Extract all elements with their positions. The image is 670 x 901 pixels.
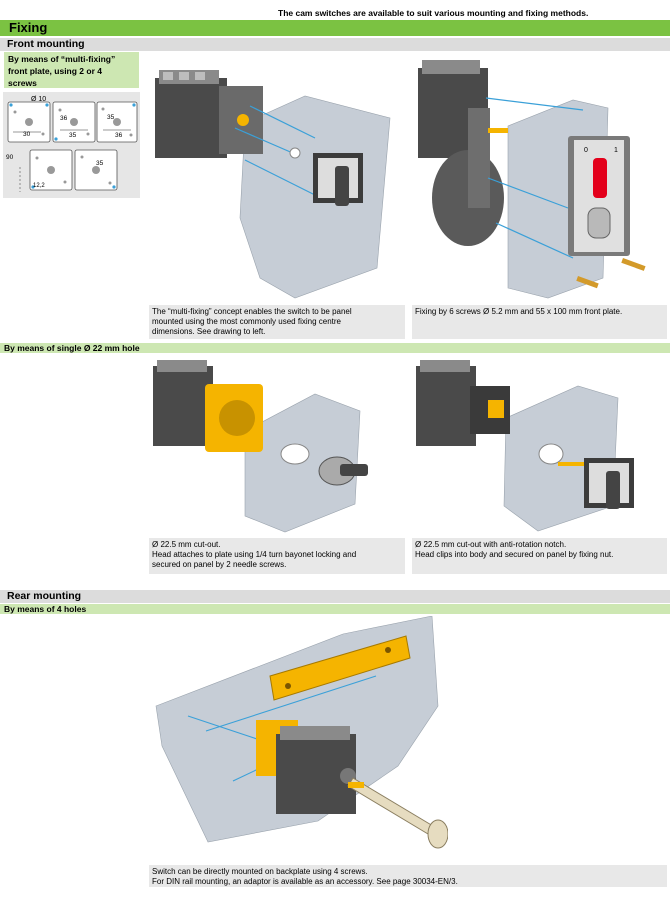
caption-line: Fixing by 6 screws Ø 5.2 mm and 55 x 100… <box>415 307 623 316</box>
dim-d10: Ø 10 <box>31 96 46 103</box>
position-zero-mark: 0 <box>584 147 588 154</box>
multi-fixing-label-line: screws <box>8 78 37 88</box>
extension-shaft <box>347 777 448 849</box>
rear-mounting-title: Rear mounting <box>7 590 82 602</box>
switch-body-1 <box>155 70 263 158</box>
rear-mounting-bar: Rear mounting <box>0 590 670 603</box>
caption-multi-fixing: The “multi-fixing” concept enables the s… <box>149 305 405 339</box>
section-title-bar: Fixing <box>0 20 670 36</box>
position-one-mark: 1 <box>614 147 618 154</box>
caption-anti-rotation: Ø 22.5 mm cut-out with anti-rotation not… <box>412 538 667 574</box>
figure-multi-fixing <box>155 70 391 299</box>
caption-line: The “multi-fixing” concept enables the s… <box>152 307 352 316</box>
dim-30: 30 <box>23 131 31 138</box>
caption-line: Ø 22.5 mm cut-out with anti-rotation not… <box>415 540 567 549</box>
figure-anti-rotation <box>416 360 634 532</box>
caption-line: mounted using the most commonly used fix… <box>152 317 341 326</box>
figure-bayonet <box>153 360 368 533</box>
front-mounting-title: Front mounting <box>7 38 85 50</box>
anti-rotation-head <box>584 458 634 509</box>
figure-rear-mounting <box>155 616 448 849</box>
dim-36: 36 <box>60 115 68 122</box>
din-rail-adaptor <box>269 635 411 701</box>
dim-35a: 35 <box>69 132 77 139</box>
front-mounting-bar: Front mounting <box>0 38 670 51</box>
dim-12: 12,2 <box>33 183 45 189</box>
caption-line: For DIN rail mounting, an adaptor is ava… <box>152 877 458 886</box>
screws <box>576 258 646 289</box>
four-holes-bar: By means of 4 holes <box>0 604 670 614</box>
dim-35b: 35 <box>107 114 115 121</box>
dim-35c: 35 <box>96 160 104 167</box>
multi-fixing-label-box: By means of “multi-fixing” front plate, … <box>4 52 139 88</box>
four-holes-title: By means of 4 holes <box>4 604 87 614</box>
multi-fixing-label-line: front plate, using 2 or 4 <box>8 66 102 76</box>
caption-line: Ø 22.5 mm cut-out. <box>152 540 221 549</box>
switch-body-3 <box>153 360 263 452</box>
caption-bayonet: Ø 22.5 mm cut-out. Head attaches to plat… <box>149 538 405 574</box>
caption-line: secured on panel by 2 needle screws. <box>152 560 287 569</box>
caption-line: Head attaches to plate using 1/4 turn ba… <box>152 550 357 559</box>
single-hole-bar: By means of single Ø 22 mm hole <box>0 343 670 353</box>
dim-90: 90 <box>6 154 14 161</box>
front-plate-55x100: 0 1 <box>568 136 630 256</box>
dim-36b: 36 <box>115 132 123 139</box>
single-hole-title: By means of single Ø 22 mm hole <box>4 343 140 353</box>
multi-fixing-label-line: By means of “multi-fixing” <box>8 54 116 64</box>
section-title: Fixing <box>9 20 48 35</box>
fixing-dimension-drawing: Ø 10 30 36 35 35 36 90 35 12,2 <box>3 92 140 198</box>
switch-body-5 <box>256 720 356 814</box>
caption-line: Switch can be directly mounted on backpl… <box>152 867 368 876</box>
top-note: The cam switches are available to suit v… <box>278 8 589 18</box>
caption-line: dimensions. See drawing to left. <box>152 327 266 336</box>
figure-six-screws: 0 1 <box>418 60 646 299</box>
switch-body-4 <box>416 360 510 446</box>
selector-head-1 <box>313 153 363 206</box>
red-handle <box>593 158 607 198</box>
caption-six-screws: Fixing by 6 screws Ø 5.2 mm and 55 x 100… <box>412 305 667 339</box>
switch-body-2 <box>418 60 508 246</box>
caption-rear-mounting: Switch can be directly mounted on backpl… <box>149 865 667 887</box>
bayonet-head <box>318 456 368 486</box>
caption-line: Head clips into body and secured on pane… <box>415 550 614 559</box>
